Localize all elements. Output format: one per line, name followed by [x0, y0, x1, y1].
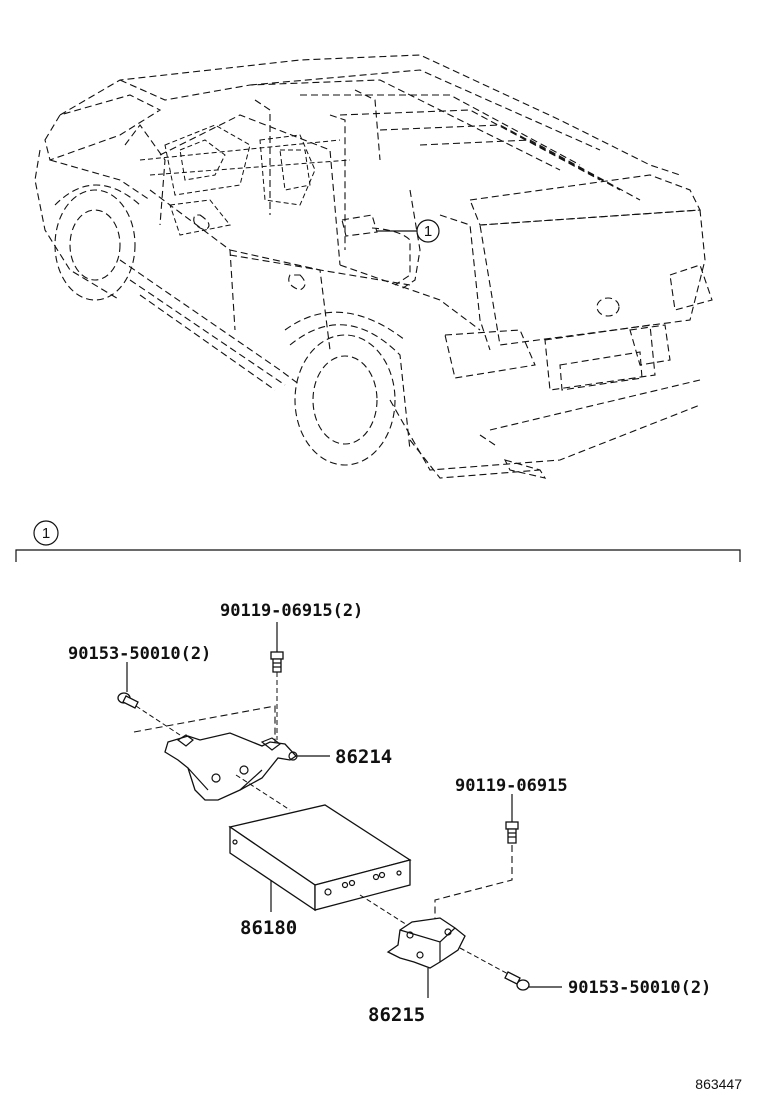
amplifier-86180 — [228, 804, 416, 931]
part-label-bracket-upper: 86214 — [335, 746, 392, 768]
bracket-86214 — [133, 705, 330, 811]
part-label-bolt-top: 90119-06915(2) — [220, 601, 363, 621]
bolt-90153-50010-left — [117, 662, 181, 736]
bolt-90119-06915-top — [270, 622, 284, 740]
part-label-bolt-left: 90153-50010(2) — [68, 644, 211, 664]
bolt-90119-06915-right — [434, 794, 519, 930]
bracket-86215 — [386, 917, 511, 998]
section-callout-label: 1 — [42, 525, 50, 542]
exploded-parts-view: 90119-06915(2) 90153-50010(2) 86214 — [68, 601, 711, 1026]
bolt-90153-50010-right — [504, 971, 562, 991]
callout-1-label: 1 — [424, 223, 432, 240]
section-bracket: 1 — [15, 520, 741, 562]
part-label-bolt-right: 90153-50010(2) — [568, 978, 711, 998]
figure-number: 863447 — [695, 1076, 742, 1092]
part-label-bolt-right-top: 90119-06915 — [455, 776, 568, 796]
vehicle-illustration: 1 — [34, 54, 713, 479]
part-label-bracket-lower: 86215 — [368, 1004, 425, 1026]
part-label-amplifier: 86180 — [240, 917, 297, 939]
